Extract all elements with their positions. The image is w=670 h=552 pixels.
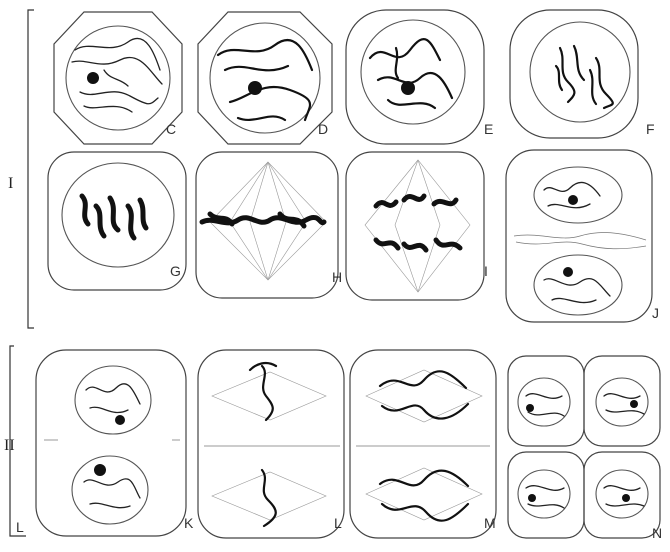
cell-n (508, 356, 660, 538)
stage-label-d: D (318, 122, 328, 136)
stage-label-i: I (484, 264, 488, 278)
cell-j (506, 150, 652, 322)
cell-c (54, 12, 182, 144)
corner-mark: L (16, 520, 24, 534)
stage-label-c: C (166, 122, 176, 136)
stage-label-e: E (484, 122, 493, 136)
stage-label-l: L (334, 516, 342, 530)
stage-label-h: H (332, 270, 342, 284)
cell-m (350, 350, 496, 538)
cell-f (510, 10, 638, 138)
group-label-one: I (8, 176, 13, 192)
cell-d (198, 12, 332, 144)
cell-i (346, 152, 484, 300)
stage-label-k: K (184, 516, 193, 530)
cell-e (346, 10, 484, 144)
cell-l (198, 350, 344, 538)
group-label-two: II (4, 438, 15, 454)
cell-g (48, 152, 186, 290)
stage-label-j: J (652, 306, 659, 320)
stage-label-f: F (646, 122, 655, 136)
cell-k (36, 350, 186, 536)
brace-group-one (28, 10, 34, 328)
cell-h (196, 152, 338, 298)
stage-label-n: N (652, 526, 662, 540)
stage-label-m: M (484, 516, 496, 530)
stage-label-g: G (170, 264, 181, 278)
